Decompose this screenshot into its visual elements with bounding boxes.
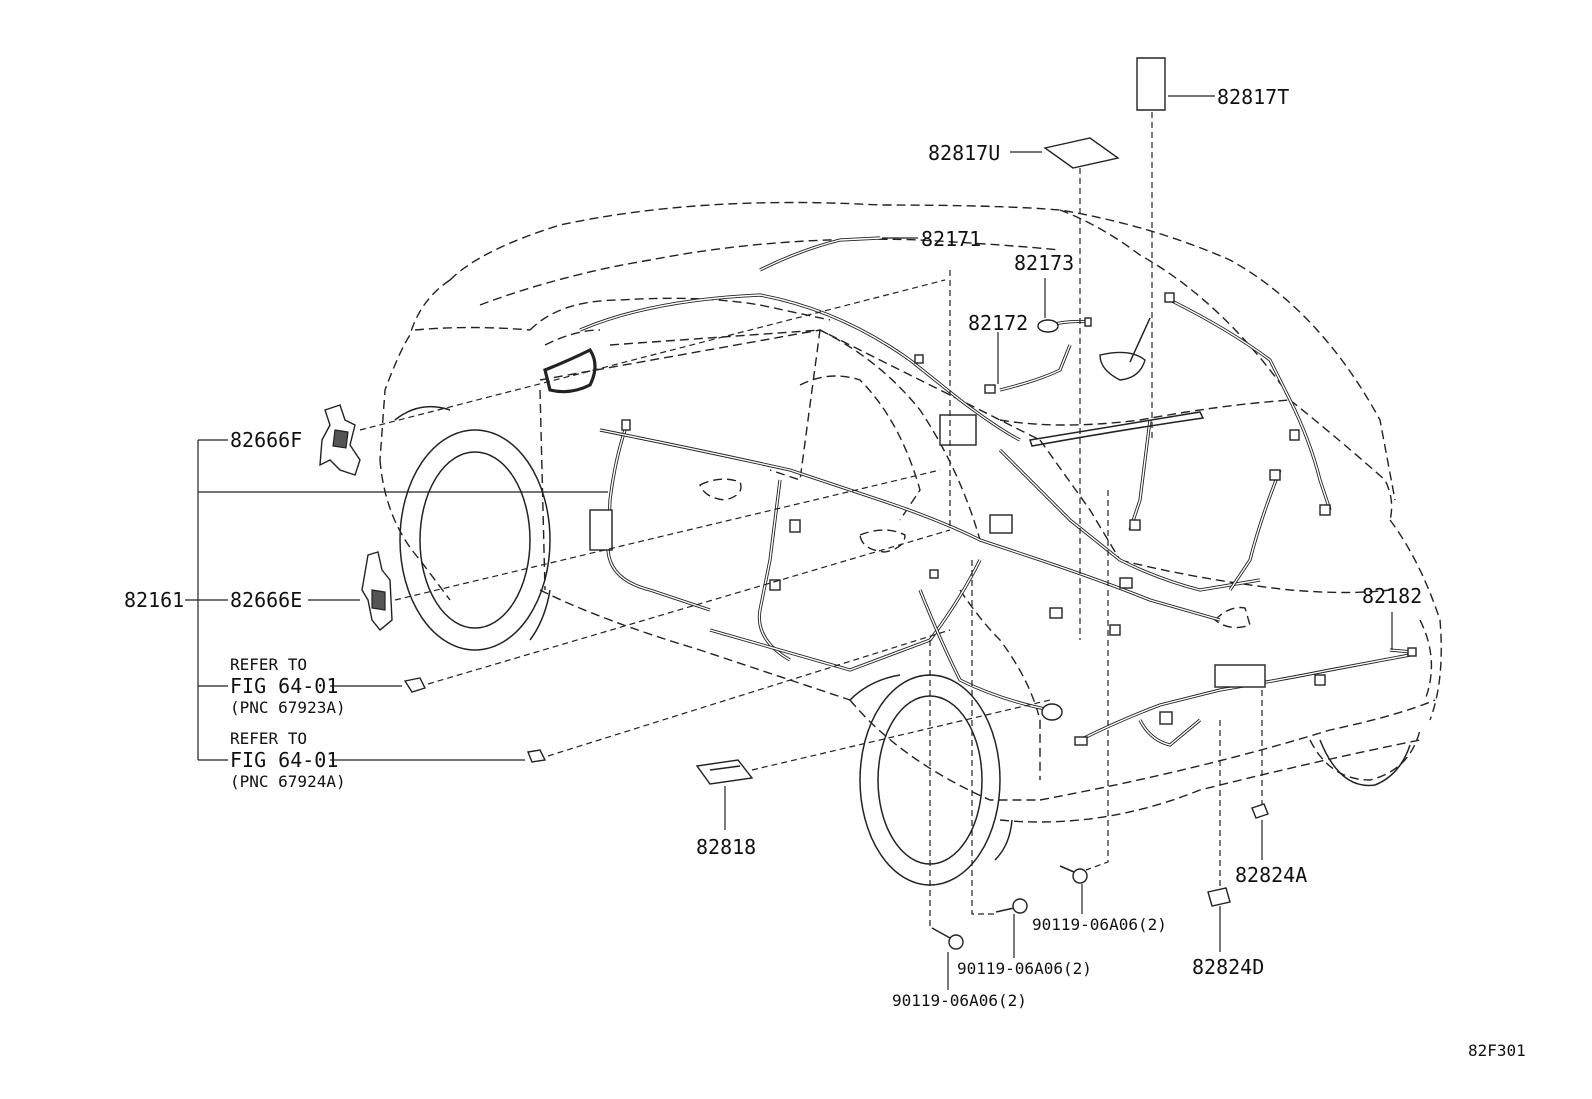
front-wheel (394, 405, 551, 651)
figure-code: 82F301 (1468, 1041, 1526, 1060)
part-82824A-clip (1251, 803, 1269, 819)
bolt-middle (995, 898, 1028, 914)
label-bolt-lower: 90119-06A06(2) (892, 991, 1027, 1010)
part-82817U-sheet (1043, 137, 1120, 169)
label-bolt-right: 90119-06A06(2) (1032, 915, 1167, 934)
label-82171: 82171 (921, 227, 981, 251)
high-mount-light (1029, 411, 1205, 447)
part-82818-cover (695, 759, 754, 785)
label-82161: 82161 (124, 588, 184, 612)
part-82824D-clip (1207, 887, 1231, 907)
clip-67923A (403, 677, 426, 693)
bolt-right (1059, 865, 1088, 884)
label-82666F: 82666F (230, 428, 302, 452)
refer2-line3: (PNC 67924A) (230, 772, 346, 791)
rear-right-wheel (1319, 739, 1411, 787)
refer2-line2: FIG 64-01 (230, 748, 338, 772)
part-82666E-bracket (361, 551, 393, 631)
refer2-line1: REFER TO (230, 729, 307, 748)
clip-67924A (527, 749, 547, 763)
roof-antenna (1099, 317, 1151, 381)
label-82173: 82173 (1014, 251, 1074, 275)
vehicle-body-outline (379, 201, 1442, 823)
part-labels: 82817T 82817U 82171 82173 82172 82666F 8… (124, 85, 1526, 1060)
label-82824D: 82824D (1192, 955, 1264, 979)
refer1-line3: (PNC 67923A) (230, 698, 346, 717)
label-bolt-middle: 90119-06A06(2) (957, 959, 1092, 978)
leader-lines (185, 95, 1393, 990)
label-82172: 82172 (968, 311, 1028, 335)
label-82824A: 82824A (1235, 863, 1307, 887)
label-82818: 82818 (696, 835, 756, 859)
harness-connectors (589, 292, 1417, 746)
label-82817T: 82817T (1217, 85, 1289, 109)
bolt-lower-left (931, 927, 964, 950)
label-82666E: 82666E (230, 588, 302, 612)
part-82817T-sheet (1136, 57, 1166, 111)
label-82182: 82182 (1362, 584, 1422, 608)
rear-wheel (849, 674, 1013, 886)
refer1-line1: REFER TO (230, 655, 307, 674)
refer1-line2: FIG 64-01 (230, 674, 338, 698)
part-82666F-bracket (319, 404, 361, 476)
label-82817U: 82817U (928, 141, 1000, 165)
